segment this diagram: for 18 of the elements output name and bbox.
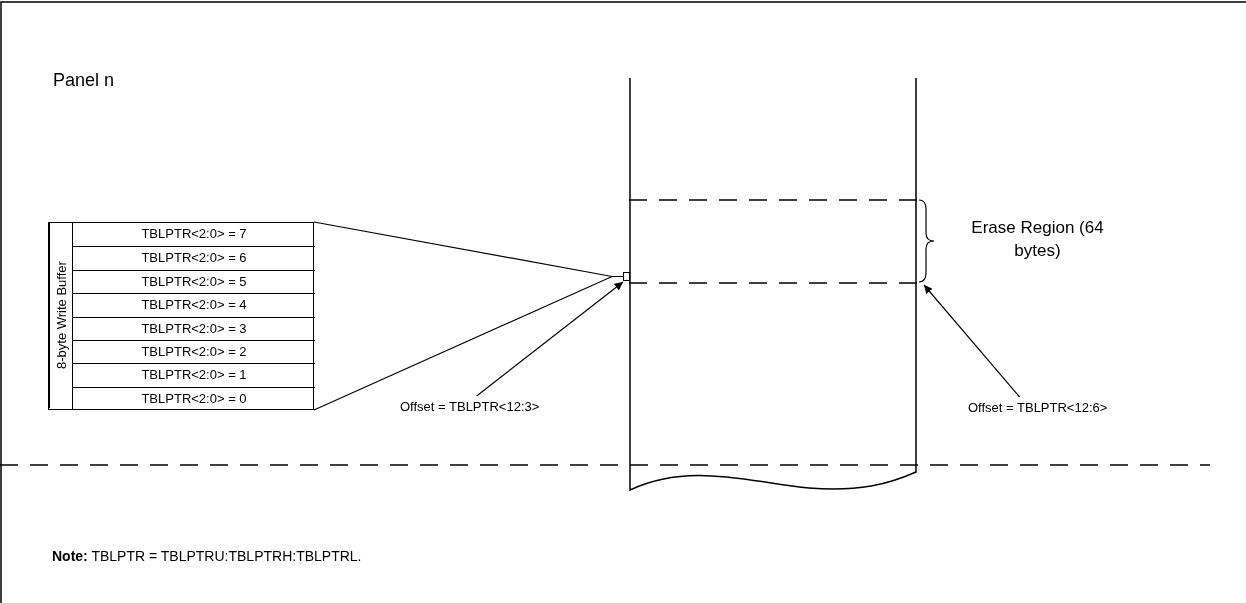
offset-label: Offset = TBLPTR<12:6>	[968, 400, 1108, 415]
panel-label: Panel n	[53, 70, 115, 91]
buffer-label: 8-byte Write Buffer	[49, 223, 72, 408]
buffer-row: TBLPTR<2:0> = 2	[72, 340, 315, 364]
arrow	[476, 281, 624, 397]
buffer-row: TBLPTR<2:0> = 4	[72, 293, 315, 317]
buffer-row: TBLPTR<2:0> = 1	[72, 363, 315, 387]
buffer-row: TBLPTR<2:0> = 6	[72, 246, 315, 270]
buffer-row: TBLPTR<2:0> = 3	[72, 316, 315, 340]
buffer-row: TBLPTR<2:0> = 5	[72, 269, 315, 294]
buffer-row: TBLPTR<2:0> = 7	[72, 223, 315, 247]
buffer-row: TBLPTR<2:0> = 0	[72, 386, 315, 411]
offset-label: Offset = TBLPTR<12:3>	[400, 399, 540, 414]
projection-line	[313, 275, 624, 411]
arrow	[923, 284, 1021, 398]
write-buffer-table	[48, 222, 314, 410]
erase-region-label: Erase Region (64 bytes)	[970, 217, 1105, 262]
note-text: Note: TBLPTR = TBLPTRU:TBLPTRH:TBLPTRL.	[52, 548, 362, 564]
